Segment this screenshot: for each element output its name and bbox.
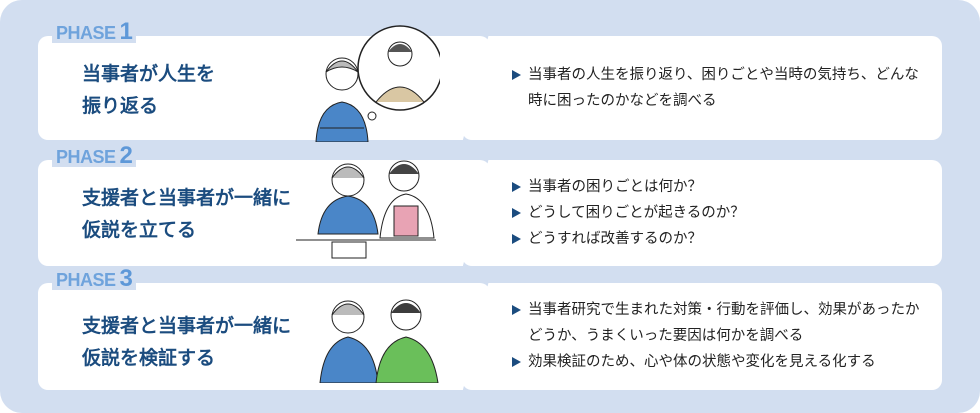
bullet-item: 当事者の人生を振り返り、困りごとや当時の気持ち、どんな時に困ったのかなどを調べる [512, 62, 932, 114]
reflecting-person-illustration [315, 25, 440, 142]
phase-2-detail-card [462, 160, 942, 266]
bullet-item: どうすれば改善するのか？ [512, 226, 745, 252]
verification-illustration [319, 299, 439, 383]
phase-1-title: 当事者が人生を振り返る [82, 63, 216, 117]
phase-2-bullets: 当事者の困りごとは何か？ どうして困りごとが起きるのか？ どうすれば改善するのか… [512, 174, 745, 252]
bullet-item: 当事者研究で生まれた対策・行動を評価し、効果があったかどうか、うまくいった要因は… [512, 297, 926, 349]
phase-1-detail-card [462, 36, 942, 140]
bullet-item: どうして困りごとが起きるのか？ [512, 200, 745, 226]
phase-3-bullets: 当事者研究で生まれた対策・行動を評価し、効果があったかどうか、うまくいった要因は… [512, 297, 926, 375]
hypothesis-meeting-illustration [296, 160, 436, 259]
bullet-item: 効果検証のため、心や体の状態や変化を見える化する [512, 349, 926, 375]
phase-3-detail-card [462, 283, 942, 390]
phase-1-bullets: 当事者の人生を振り返り、困りごとや当時の気持ち、どんな時に困ったのかなどを調べる [512, 62, 932, 114]
phase-3-title: 支援者と当事者が一緒に仮説を検証する [82, 315, 292, 369]
bullet-item: 当事者の困りごとは何か？ [512, 174, 745, 200]
phase-2-title: 支援者と当事者が一緒に仮説を立てる [82, 187, 292, 241]
